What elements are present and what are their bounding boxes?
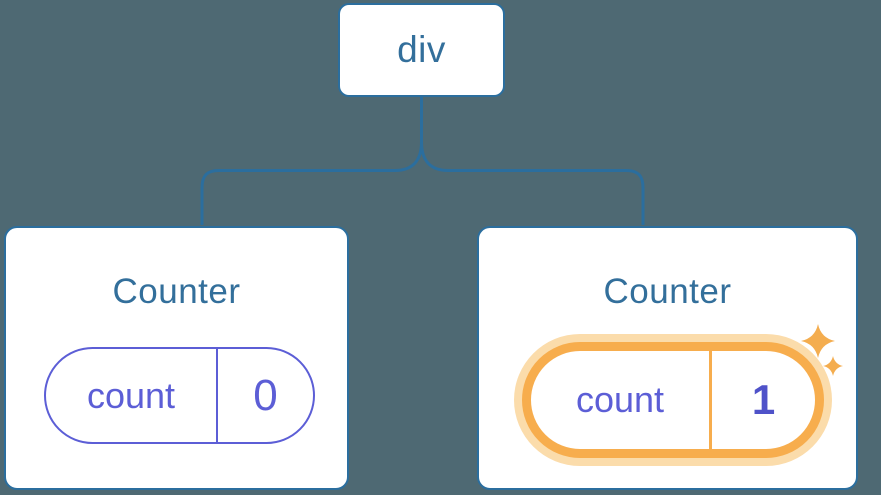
counter-card-left: Counter count 0 (4, 226, 349, 490)
state-key: count (46, 349, 218, 442)
state-value: 1 (751, 376, 776, 423)
connector-left-branch (200, 97, 423, 225)
counter-card-right: Counter count 1 (477, 226, 858, 490)
state-pill: count 0 (44, 347, 315, 444)
state-value: 0 (253, 370, 278, 420)
root-node-div: div (338, 3, 505, 97)
component-title: Counter (603, 272, 732, 311)
connector-right-branch (420, 97, 645, 225)
root-node-label: div (397, 29, 446, 70)
component-title: Counter (112, 272, 241, 311)
state-pill-highlighted: count 1 (522, 342, 824, 458)
state-key: count (531, 351, 712, 449)
